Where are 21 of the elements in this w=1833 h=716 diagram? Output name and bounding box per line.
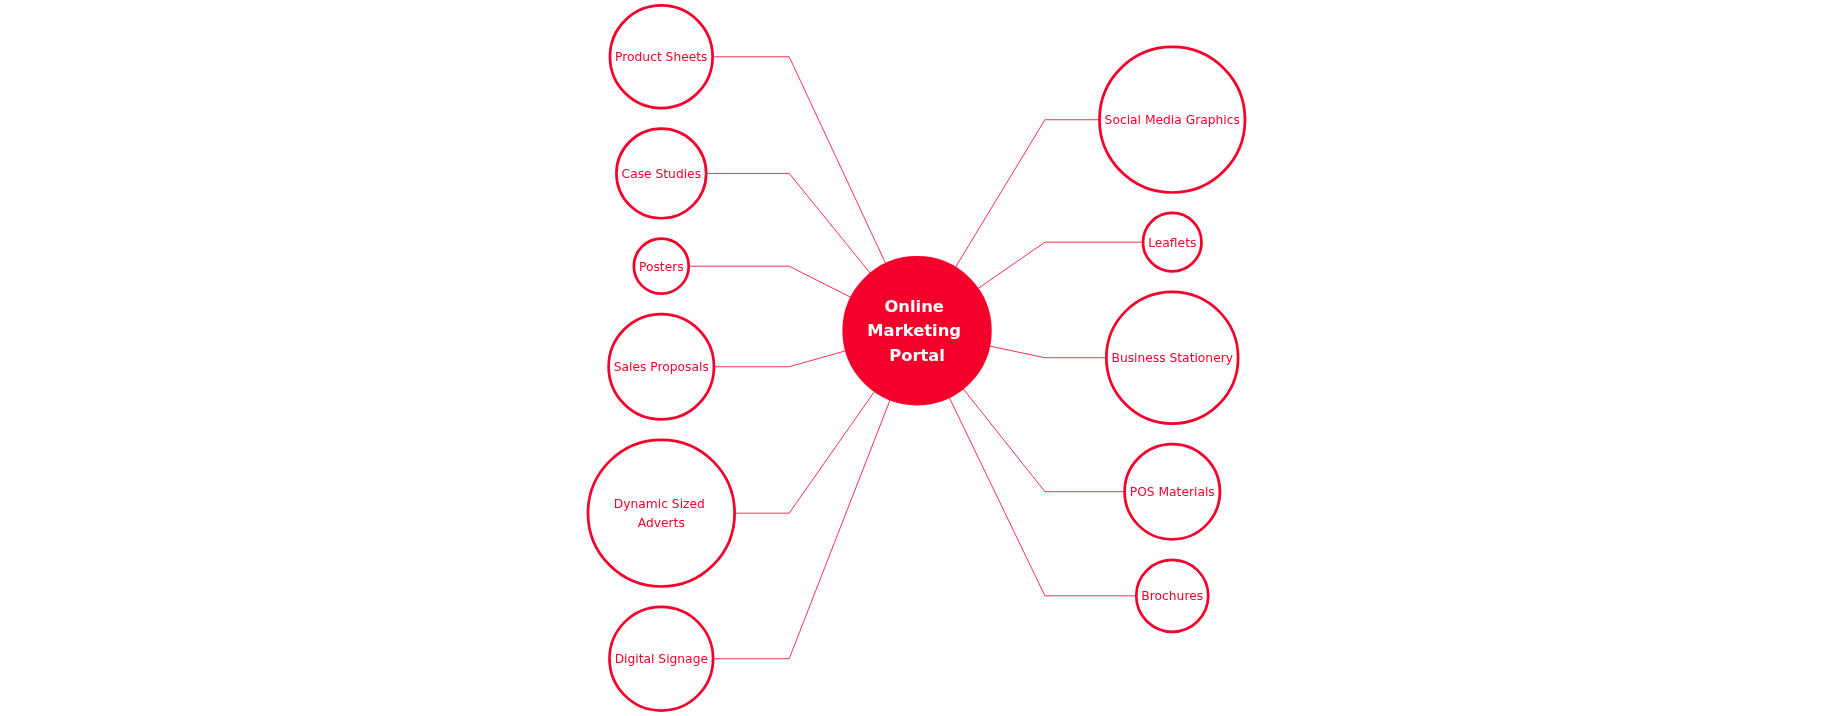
connector [976,241,1144,290]
connector [705,173,872,275]
node-circle: Dynamic Sized Adverts [586,438,736,588]
node-circle: Digital Signage [608,605,715,712]
connector [712,56,887,265]
node-circle: Leaflets [1141,211,1203,273]
connector [688,265,852,299]
node-circle: Online Marketing Portal [842,256,992,406]
node-circle: Sales Proposals [607,312,716,421]
node-circle: POS Materials [1123,442,1222,541]
node-circle: Brochures [1134,558,1210,634]
connector [713,350,847,368]
connector [948,396,1137,597]
node-circle: Product Sheets [608,4,714,110]
connector [988,345,1107,359]
connector [954,119,1100,269]
node-circle: Social Media Graphics [1098,45,1247,194]
node-circle: Posters [632,237,691,295]
node-circle: Business Stationery [1105,290,1240,425]
node-circle: Case Studies [615,127,708,220]
connector [734,390,876,514]
